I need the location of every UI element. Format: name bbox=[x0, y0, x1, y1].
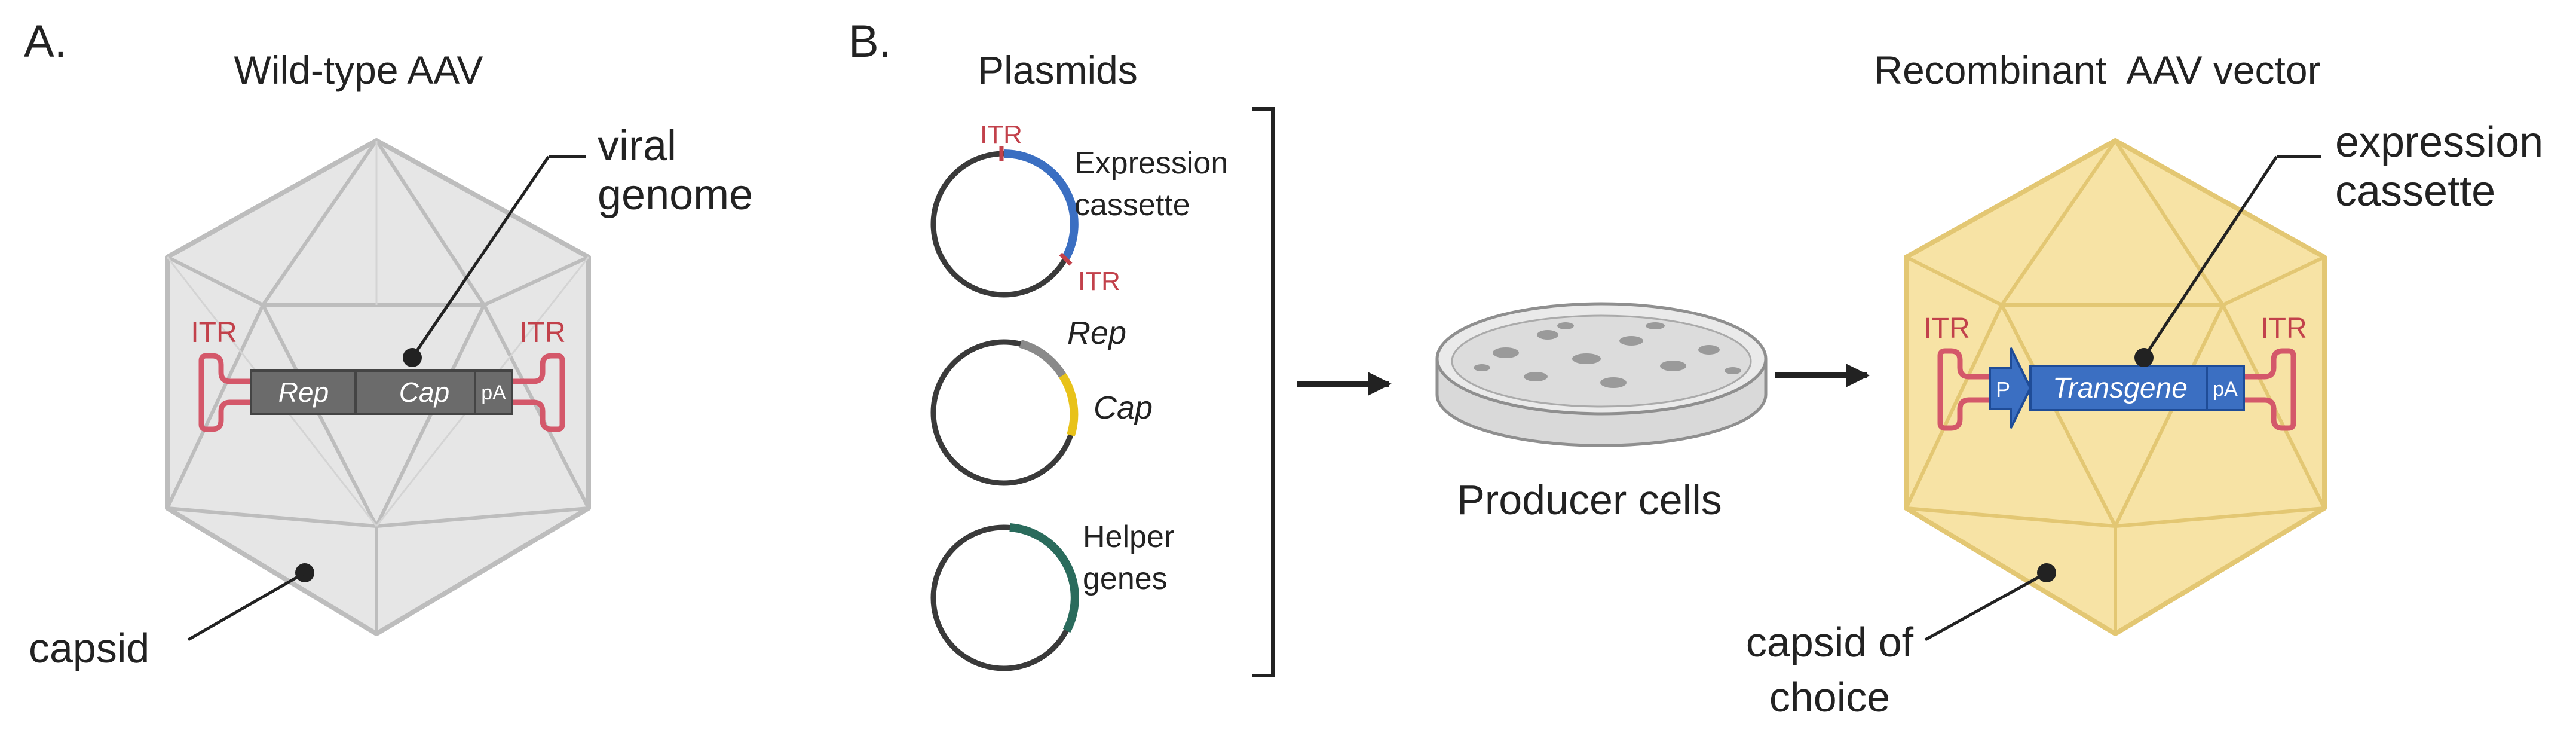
segment-rep: Rep bbox=[278, 377, 329, 408]
capsid-pointer bbox=[187, 563, 314, 642]
genome-label-line1: viral bbox=[598, 122, 676, 170]
segment-transgene: Transgene bbox=[2053, 372, 2188, 404]
itr-label-right-b: ITR bbox=[2260, 313, 2307, 344]
itr-label-left: ITR bbox=[191, 317, 237, 349]
producer-cells-label: Producer cells bbox=[1457, 477, 1722, 523]
capsid-label: capsid bbox=[29, 625, 149, 671]
itr-label-right: ITR bbox=[519, 317, 565, 349]
itr-hairpin-left-b bbox=[1937, 348, 1993, 431]
genome-label-line2: genome bbox=[598, 171, 753, 219]
itr-label-left-b: ITR bbox=[1923, 313, 1969, 344]
panel-a-letter: A. bbox=[24, 16, 67, 67]
segment-pa: pA bbox=[481, 381, 506, 404]
plasmid-helper bbox=[930, 523, 1079, 671]
segment-promoter: P bbox=[1996, 377, 2010, 402]
capsid-choice-label-line2: choice bbox=[1769, 674, 1890, 720]
plasmid2-rep-label: Rep bbox=[1067, 315, 1126, 351]
plasmid3-label-line1: Helper bbox=[1083, 520, 1174, 554]
cassette-label-line2: cassette bbox=[2335, 167, 2495, 215]
plasmid1-label-line1: Expression bbox=[1074, 146, 1228, 181]
segment-pa-b: pA bbox=[2213, 378, 2238, 401]
viral-genome-bar: Rep Cap pA bbox=[250, 370, 513, 415]
vector-title: Recombinant AAV vector bbox=[1874, 48, 2320, 92]
plasmid1-itr-bottom: ITR bbox=[1078, 267, 1120, 296]
capsid-choice-pointer bbox=[1924, 563, 2056, 642]
expression-cassette-bar: P Transgene pA bbox=[1989, 347, 2245, 429]
plasmid2-cap-label: Cap bbox=[1094, 390, 1153, 426]
cassette-label-line1: expression bbox=[2335, 118, 2543, 166]
plasmid3-label-line2: genes bbox=[1083, 561, 1168, 596]
genome-pointer bbox=[403, 155, 586, 367]
itr-hairpin-left bbox=[198, 353, 254, 432]
plasmid-expression bbox=[930, 146, 1079, 298]
plasmid1-itr-top: ITR bbox=[980, 120, 1022, 149]
plasmids-bracket bbox=[1252, 107, 1275, 677]
cassette-pointer bbox=[2134, 155, 2321, 367]
plasmid-rep-cap bbox=[930, 339, 1079, 486]
plasmid1-label-line2: cassette bbox=[1074, 188, 1190, 222]
wildtype-title: Wild-type AAV bbox=[234, 48, 483, 92]
plasmids-title: Plasmids bbox=[978, 48, 1138, 92]
capsid-choice-label-line1: capsid of bbox=[1746, 619, 1914, 665]
panel-b-letter: B. bbox=[849, 16, 892, 67]
segment-cap: Cap bbox=[399, 377, 449, 408]
itr-hairpin-right bbox=[510, 353, 565, 432]
itr-hairpin-right-b bbox=[2241, 348, 2296, 431]
petri-dish bbox=[1435, 302, 1768, 447]
